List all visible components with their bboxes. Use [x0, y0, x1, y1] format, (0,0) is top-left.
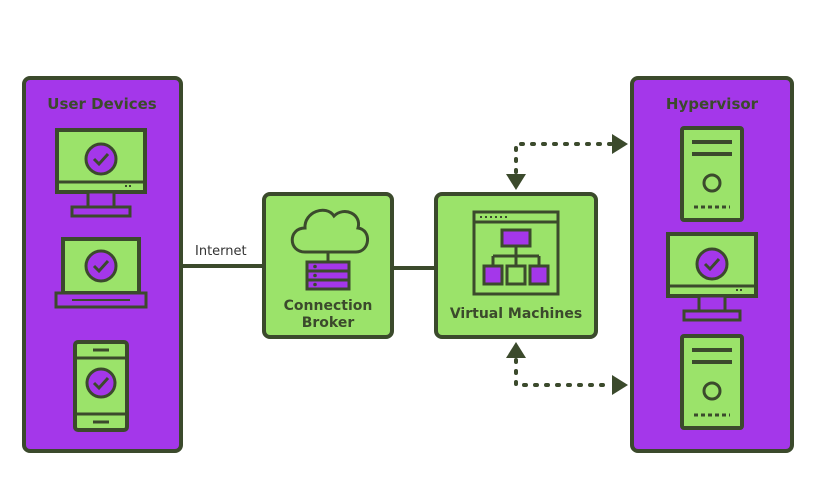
- phone-check-icon: [73, 340, 129, 432]
- monitor-check-icon: [666, 232, 758, 322]
- connection-broker-label-line1: Connection: [284, 298, 373, 314]
- arrow-down-top-icon: [506, 174, 526, 190]
- virtual-machines-node: Virtual Machines: [434, 192, 598, 339]
- server-rack-icon: [305, 260, 351, 291]
- server-tower-icon: [680, 126, 744, 222]
- connection-broker-label-line2: Broker: [302, 315, 355, 331]
- server-tower-icon: [680, 334, 744, 430]
- arrow-right-top-icon: [612, 134, 628, 154]
- hypervisor-panel: Hypervisor: [630, 76, 794, 453]
- window-hierarchy-icon: [472, 210, 560, 296]
- internet-link-label: Internet: [195, 244, 247, 259]
- user-devices-title: User Devices: [47, 95, 157, 113]
- arrow-right-bottom-icon: [612, 375, 628, 395]
- cloud-icon: [290, 208, 369, 262]
- laptop-check-icon: [54, 237, 148, 309]
- arrow-up-bottom-icon: [506, 342, 526, 358]
- user-devices-panel: User Devices: [22, 76, 183, 453]
- hypervisor-title: Hypervisor: [666, 95, 759, 113]
- bottom-dotted-arrows: [506, 342, 628, 395]
- top-dotted-arrows: [506, 134, 628, 190]
- connection-broker-node: Connection Broker: [262, 192, 394, 339]
- monitor-check-icon: [55, 128, 147, 218]
- connectors: Internet: [181, 134, 628, 395]
- virtual-machines-label: Virtual Machines: [450, 306, 582, 322]
